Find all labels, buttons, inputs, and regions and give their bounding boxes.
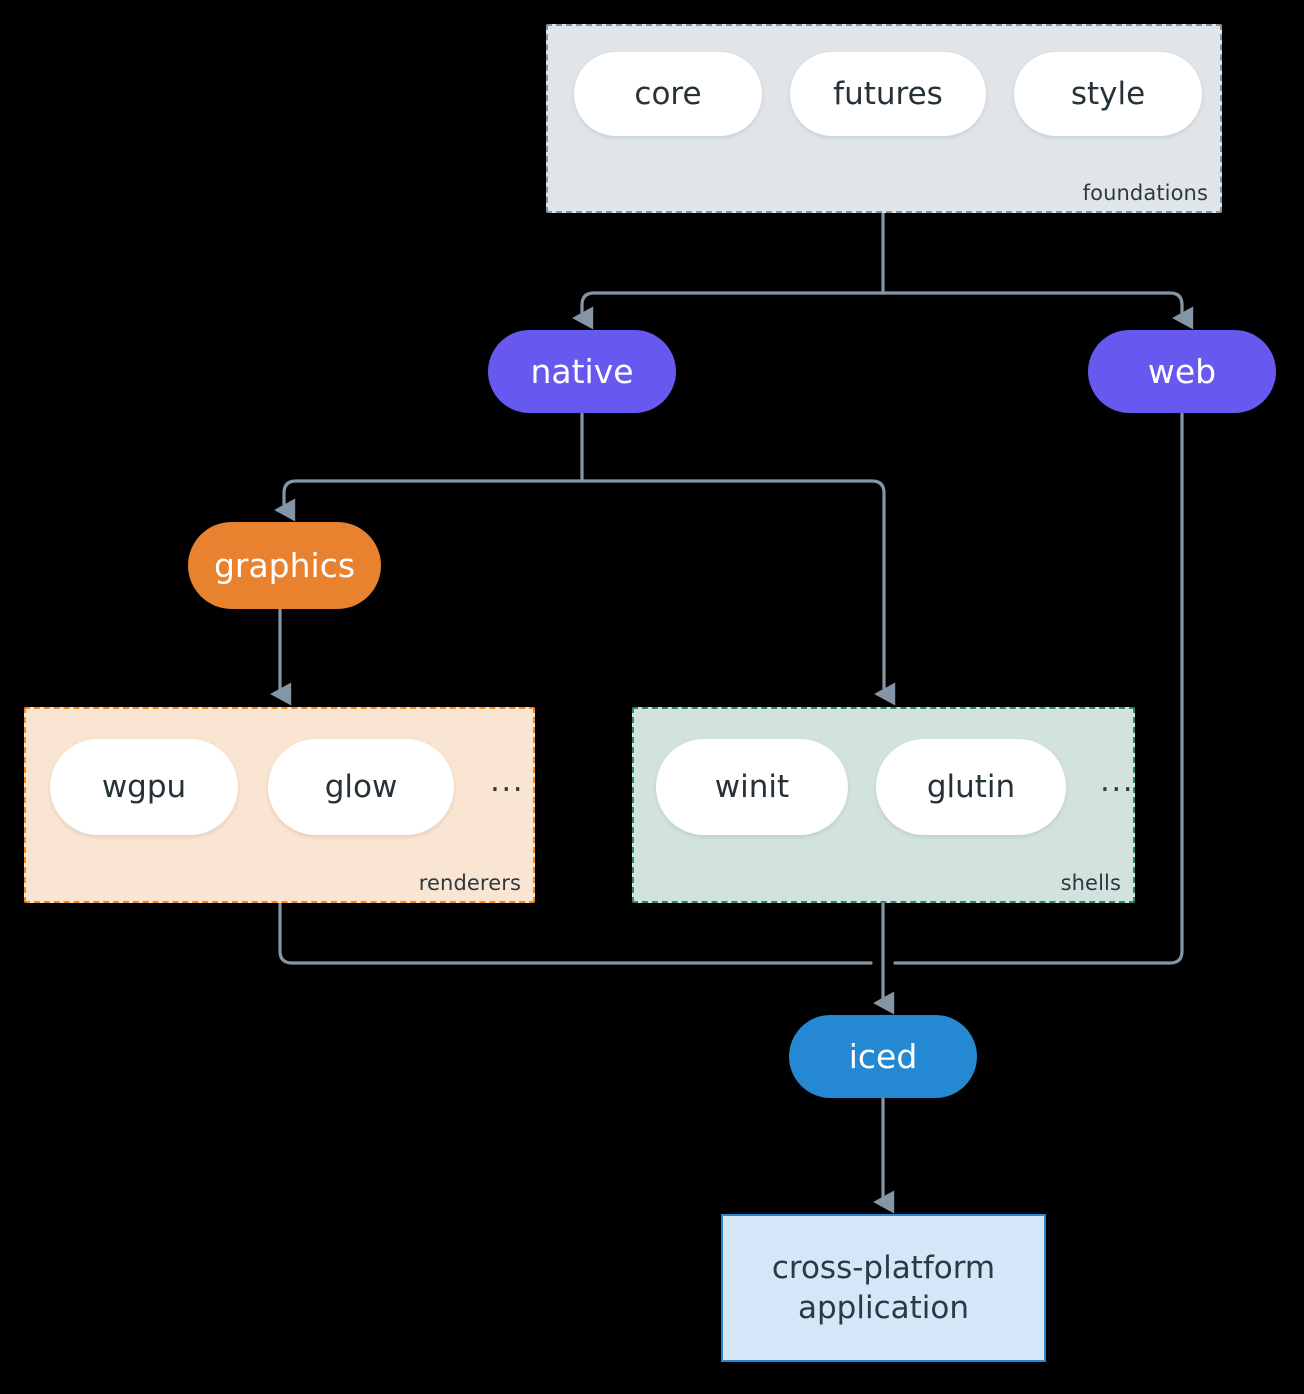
group-label-shells: shells (1060, 871, 1121, 895)
group-label-renderers: renderers (418, 871, 521, 895)
application-label-line1: cross-platform (771, 1249, 996, 1286)
renderers-item-row: wgpu glow ... (50, 739, 530, 835)
node-futures[interactable]: futures (790, 52, 986, 136)
node-iced[interactable]: iced (789, 1015, 977, 1098)
node-cross-platform-application[interactable]: cross-platform application (721, 1214, 1046, 1362)
edge-native-to-graphics (274, 479, 584, 522)
group-shells: winit glutin ... shells (632, 707, 1135, 903)
edge-renderers-to-iced (278, 901, 873, 965)
edge-foundations-to-web (881, 291, 1194, 330)
node-native[interactable]: native (488, 330, 676, 413)
shells-overflow-ellipsis: ... (1100, 762, 1135, 799)
node-style[interactable]: style (1014, 52, 1202, 136)
edge-web-to-iced (893, 411, 1184, 965)
group-label-foundations: foundations (1082, 181, 1208, 205)
node-glow[interactable]: glow (268, 739, 454, 835)
renderers-overflow-ellipsis: ... (490, 762, 525, 799)
edge-native-to-shells (580, 479, 896, 706)
group-renderers: wgpu glow ... renderers (24, 707, 535, 903)
group-foundations: core futures style foundations (546, 24, 1222, 213)
edge-foundations-to-native (572, 291, 885, 330)
application-label-line2: application (798, 1290, 969, 1326)
node-wgpu[interactable]: wgpu (50, 739, 238, 835)
node-web[interactable]: web (1088, 330, 1276, 413)
foundations-item-row: core futures style (574, 52, 1202, 136)
node-glutin[interactable]: glutin (876, 739, 1066, 835)
node-graphics[interactable]: graphics (188, 522, 381, 609)
node-winit[interactable]: winit (656, 739, 848, 835)
node-core[interactable]: core (574, 52, 762, 136)
shells-item-row: winit glutin ... (656, 739, 1140, 835)
